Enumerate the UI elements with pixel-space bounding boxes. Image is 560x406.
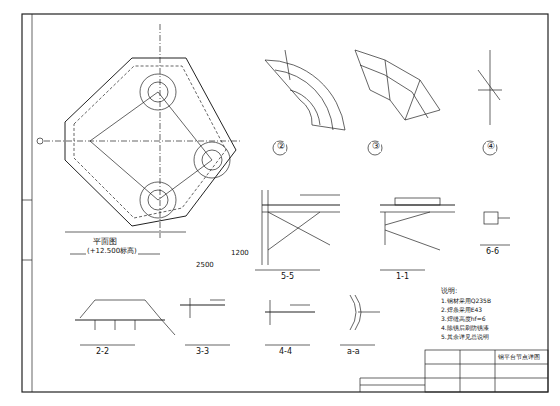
view-label: 3-3 <box>195 348 210 357</box>
note-text: 说明: <box>440 288 458 296</box>
view-label: ② <box>276 142 286 152</box>
note-text: 3.焊缝高度hf=6 <box>440 316 486 323</box>
view-label: a-a <box>346 348 361 357</box>
view-label: 2-2 <box>95 348 110 357</box>
view-label: 平面图 <box>92 238 118 247</box>
view-label: 4-4 <box>278 348 293 357</box>
view-label: 1-1 <box>395 273 410 282</box>
note-text: 4.除锈后刷防锈漆 <box>440 325 490 332</box>
note-text: 钢平台节点详图 <box>497 354 541 361</box>
view-label: ④ <box>486 142 496 152</box>
view-label: 5-5 <box>280 273 295 282</box>
note-text: 1.钢材采用Q235B <box>440 298 492 305</box>
view-label: (+12.500标高) <box>86 248 138 256</box>
note-text: 2.焊条采用E43 <box>440 307 483 314</box>
dimension: 1200 <box>230 250 250 258</box>
dimension: 2500 <box>195 262 215 270</box>
view-label: 6-6 <box>485 248 500 257</box>
view-label: ③ <box>371 142 381 152</box>
note-text: 5.其余详见总说明 <box>440 334 490 341</box>
